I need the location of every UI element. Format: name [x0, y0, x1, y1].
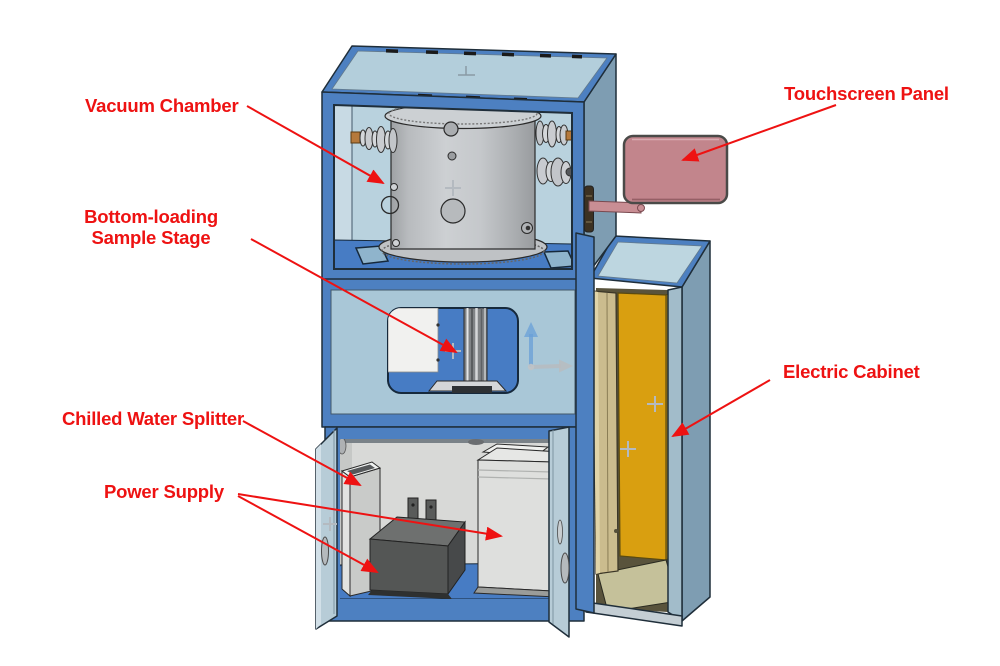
- label-bottom-loading-sample-stage: Bottom-loading Sample Stage: [71, 206, 231, 248]
- power-supply-arrow-2: [237, 495, 379, 573]
- cabinet-door-open[interactable]: [592, 290, 619, 575]
- touchscreen-panel-arrow: [681, 104, 837, 162]
- feedthrough-left: [350, 126, 398, 153]
- label-touchscreen-panel: Touchscreen Panel: [784, 83, 949, 104]
- door-handle[interactable]: [560, 552, 570, 584]
- label-chilled-water-splitter: Chilled Water Splitter: [62, 408, 244, 429]
- bottom-cabinet: [315, 426, 585, 638]
- label-bottom-loading-line1: Bottom-loading: [84, 206, 218, 227]
- electric-cabinet: [585, 235, 711, 627]
- cad-axes-widget: [524, 322, 573, 373]
- electric-panel: [617, 291, 673, 561]
- label-electric-cabinet: Electric Cabinet: [783, 361, 920, 382]
- sample-stage-rail: [463, 308, 488, 393]
- upper-enclosure: [321, 45, 617, 281]
- vacuum-chamber-arrow: [246, 105, 385, 184]
- power-supply-arrow-1: [237, 493, 503, 541]
- chamber-body: [390, 114, 536, 250]
- feedthrough-right-upper: [535, 120, 572, 148]
- touchscreen-arm: [588, 200, 642, 214]
- left-door[interactable]: [315, 427, 338, 630]
- cad-datum-marker: [458, 66, 475, 76]
- power-supply-transformer: [368, 497, 466, 599]
- sample-stage-cutout: [387, 307, 519, 394]
- label-bottom-loading-line2: Sample Stage: [91, 227, 211, 248]
- label-vacuum-chamber: Vacuum Chamber: [85, 95, 239, 116]
- annotation-arrows: [237, 104, 837, 573]
- chilled-water-arrow: [242, 420, 362, 486]
- label-power-supply: Power Supply: [104, 481, 224, 502]
- middle-section: [321, 278, 585, 428]
- right-door[interactable]: [548, 426, 570, 638]
- feedthrough-right-lower: [536, 157, 572, 187]
- electric-cabinet-arrow: [671, 379, 771, 437]
- corner-post: [575, 232, 595, 614]
- power-supply-unit: [473, 443, 561, 598]
- sample-stage-arrow: [250, 238, 458, 353]
- touchscreen-panel[interactable]: [622, 134, 729, 205]
